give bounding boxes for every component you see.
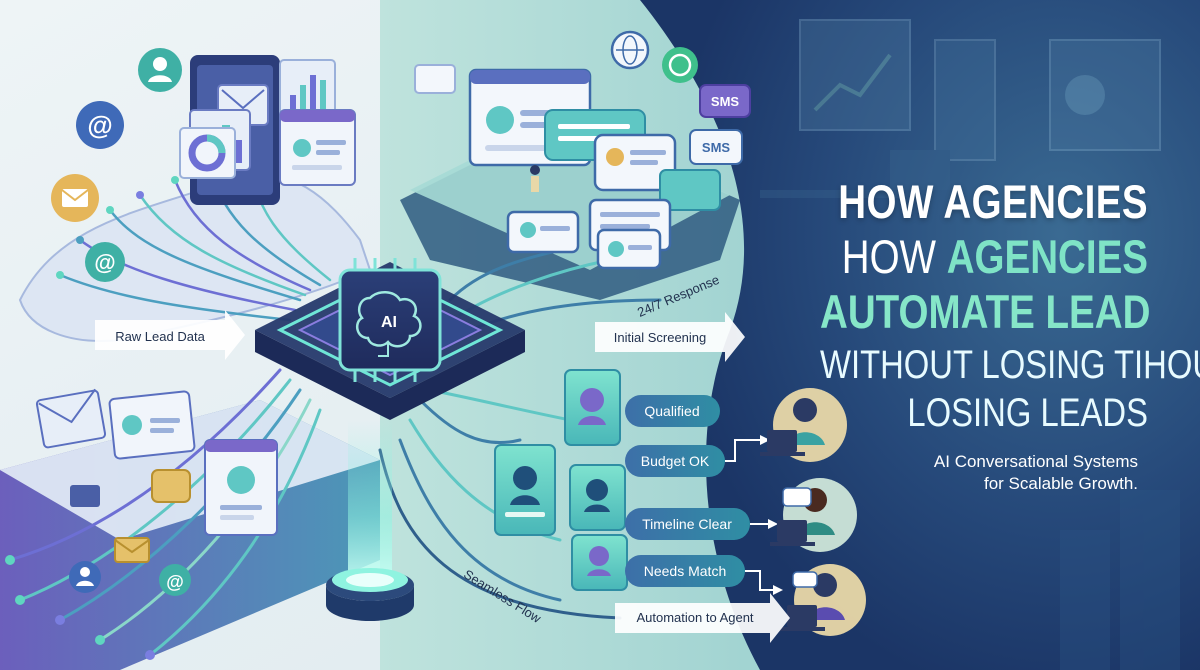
- at-sign-glyph-small: @: [94, 250, 115, 275]
- headline-block: HOW AGENCIES HOW AGENCIES AUTOMATE LEAD …: [748, 175, 1200, 495]
- ai-chip-label: AI: [381, 314, 397, 331]
- sms-badge-2: SMS: [702, 140, 731, 155]
- qualification-cards: [494, 369, 628, 591]
- qualification-pills: Qualified Budget OK Timeline Clear Needs…: [625, 395, 750, 587]
- sms-badge-1: SMS: [711, 94, 740, 109]
- pill-needs-match-label: Needs Match: [644, 563, 726, 579]
- pill-qualified-label: Qualified: [644, 403, 699, 419]
- agent-figures: [760, 388, 866, 636]
- at-sign-icon-bottom: [159, 564, 191, 596]
- agent-arrows: [725, 435, 783, 595]
- light-beam: [326, 420, 414, 621]
- pill-timeline-clear-label: Timeline Clear: [642, 516, 732, 532]
- pill-qualified: [625, 395, 720, 427]
- at-sign-glyph: @: [87, 110, 112, 140]
- headline-line-1: HOW AGENCIES: [838, 175, 1148, 228]
- office-background-scene: [760, 19, 1180, 670]
- automation-to-agent-label: Automation to Agent: [636, 610, 753, 625]
- initial-screening-label: Initial Screening: [614, 330, 707, 345]
- headline-line-2: HOW AGENCIES: [820, 233, 1148, 280]
- bottom-left-devices: @: [35, 388, 278, 596]
- whatsapp-icon: [662, 47, 698, 83]
- top-left-devices: [179, 55, 356, 205]
- headline-line-2b: AGENCIES: [946, 230, 1148, 283]
- headline-line-2a: HOW: [841, 230, 947, 283]
- headline-line-4: WITHOUT LOSING TIHOUT: [820, 343, 1200, 387]
- subtitle-line-1: AI Conversational Systems: [933, 452, 1138, 471]
- at-sign-glyph-bottom: @: [166, 572, 184, 592]
- at-sign-icon: [76, 101, 124, 149]
- flow-label-raw-lead: Raw Lead Data: [95, 310, 245, 360]
- raw-lead-data-label: Raw Lead Data: [115, 329, 205, 344]
- headline-line-5: LOSING LEADS: [907, 391, 1148, 435]
- headline-line-3: AUTOMATE LEAD: [820, 285, 1151, 338]
- channel-icons-left: @ @: [51, 48, 182, 282]
- pill-budget-ok-label: Budget OK: [641, 453, 710, 469]
- small-figure: [530, 165, 540, 192]
- pill-needs-match: [625, 555, 745, 587]
- pill-timeline-clear: [625, 508, 750, 540]
- background-office: [640, 0, 1200, 670]
- flow-label-initial-screening: Initial Screening: [595, 312, 745, 362]
- subtitle-line-2: for Scalable Growth.: [983, 474, 1138, 494]
- circuit-traces: [8, 158, 662, 657]
- subtitle: AI Conversational Systems for Scalable G…: [748, 451, 1148, 495]
- pill-budget-ok: [625, 445, 725, 477]
- flow-label-automation-to-agent: Automation to Agent: [615, 593, 790, 643]
- at-sign-icon-small: [85, 242, 125, 282]
- ai-hub: AI: [255, 258, 525, 420]
- messages-cluster: SMS SMS: [414, 30, 751, 270]
